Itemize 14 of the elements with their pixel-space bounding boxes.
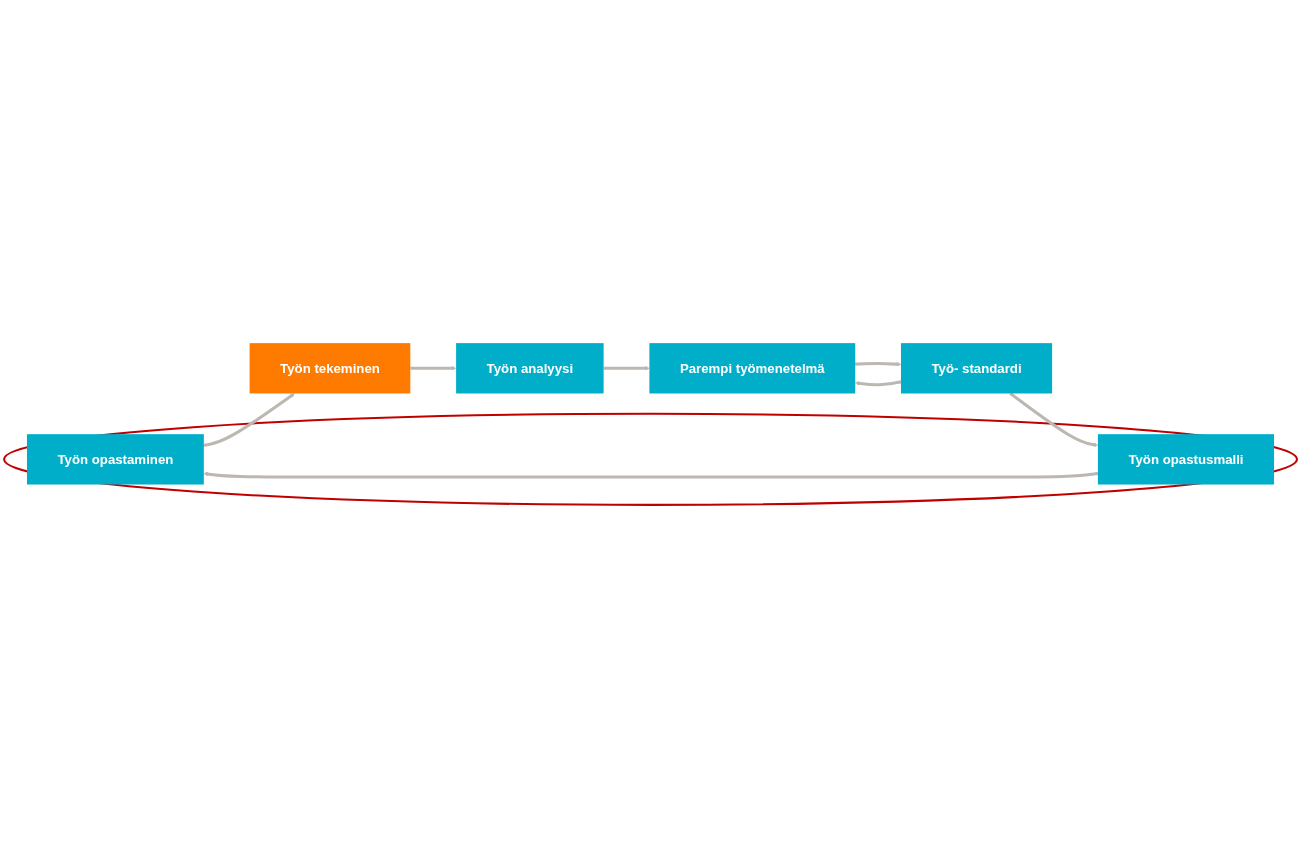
arrow	[855, 361, 902, 367]
arrow	[410, 366, 457, 371]
node-box: Työn analyysi	[456, 343, 604, 394]
node-box: Työ- standardi	[900, 343, 1053, 394]
node-box: Työn opastusmalli	[1097, 434, 1275, 485]
node-box: Parempi työmenetelmä	[649, 343, 856, 394]
arrow	[855, 380, 902, 387]
arrow	[1009, 392, 1099, 447]
arrow	[603, 366, 650, 371]
node-box: Työn tekeminen	[249, 343, 411, 394]
node-box: Työn opastaminen	[26, 434, 204, 485]
cluster	[3, 412, 1298, 506]
arrow	[203, 471, 1099, 479]
arrow	[203, 393, 295, 447]
